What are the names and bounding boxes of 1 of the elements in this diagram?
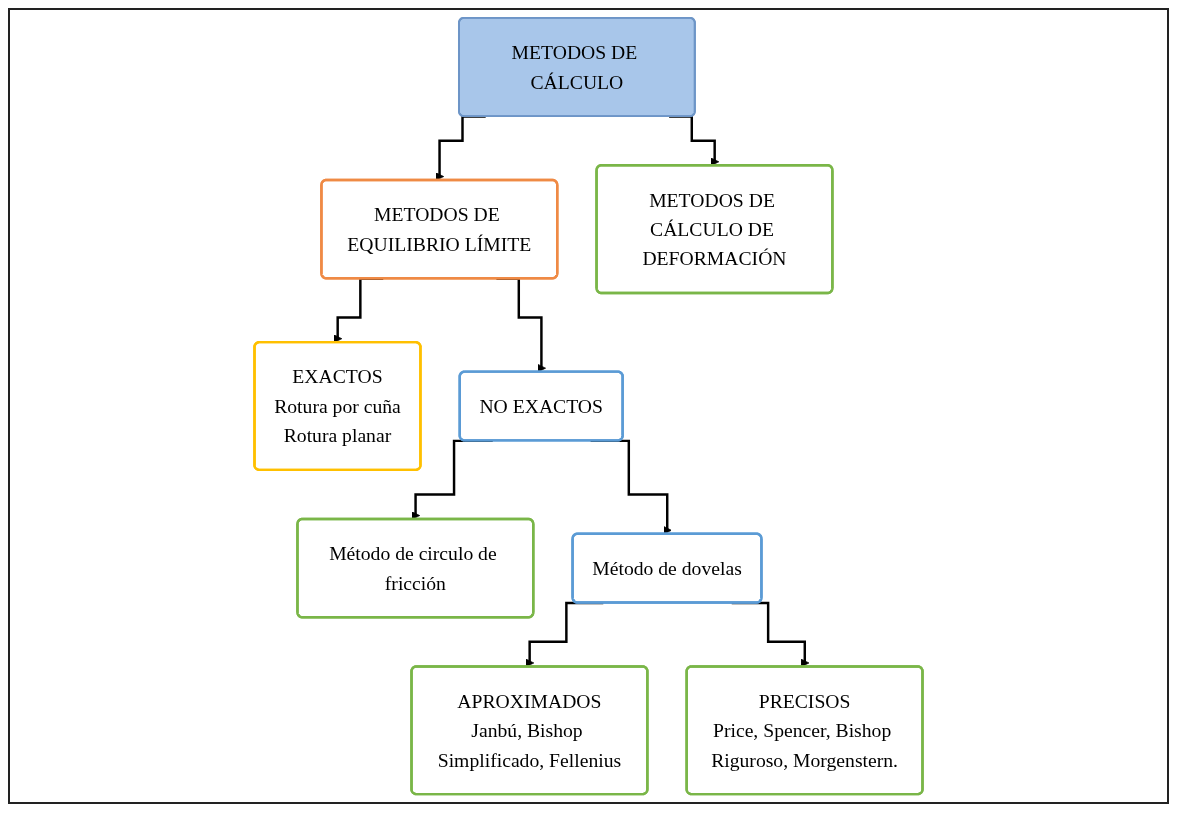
diagram-frame: METODOS DE CÁLCULO METODOS DE EQUILIBRIO LÍMITE METODOS DE CÁLCULO DE DEFORMACIÓN EXACTOS Rotura por cuña Rotura planar NO EXACTOS Método de circulo de fricción Método de dovelas APROXIMADOS Janbú, Bishop Simplificado, Fellenius PRECISOS Price, Spencer, Bishop Riguroso, Morgenstern. bbox=[8, 8, 1169, 804]
